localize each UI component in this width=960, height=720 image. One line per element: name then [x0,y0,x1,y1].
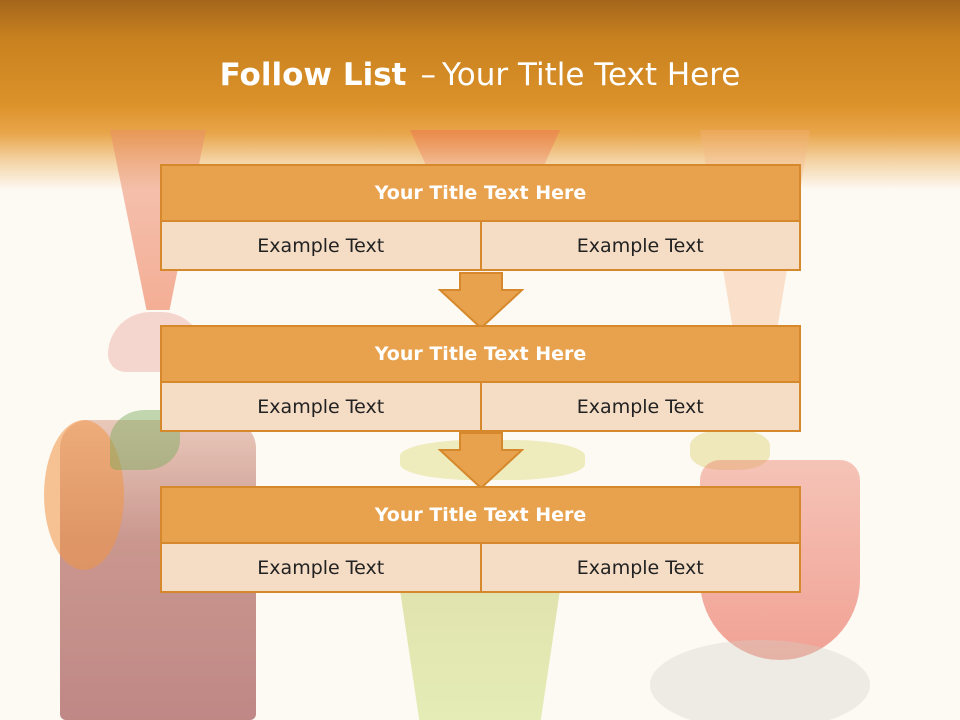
step-row: Example Text Example Text [162,222,799,269]
down-arrow-icon [438,272,524,330]
step-block-2: Your Title Text Here Example Text Exampl… [160,325,801,432]
step-cell-left: Example Text [162,383,480,430]
step-row: Example Text Example Text [162,383,799,430]
step-title: Your Title Text Here [162,488,799,544]
slide-title-separator: – [420,57,436,93]
step-cell-left: Example Text [162,544,480,591]
step-row: Example Text Example Text [162,544,799,591]
step-block-1: Your Title Text Here Example Text Exampl… [160,164,801,271]
down-arrow-icon [438,432,524,490]
step-cell-right: Example Text [479,544,799,591]
slide-title-rest: Your Title Text Here [441,57,741,93]
step-cell-right: Example Text [479,222,799,269]
step-block-3: Your Title Text Here Example Text Exampl… [160,486,801,593]
glass-base-image [650,640,870,720]
slide-title: Follow List–Your Title Text Here [0,52,960,98]
step-title: Your Title Text Here [162,166,799,222]
step-cell-left: Example Text [162,222,480,269]
slide-title-bold: Follow List [219,57,407,93]
orange-slice-image [44,420,124,570]
green-drink-image [400,590,560,720]
step-title: Your Title Text Here [162,327,799,383]
step-cell-right: Example Text [479,383,799,430]
